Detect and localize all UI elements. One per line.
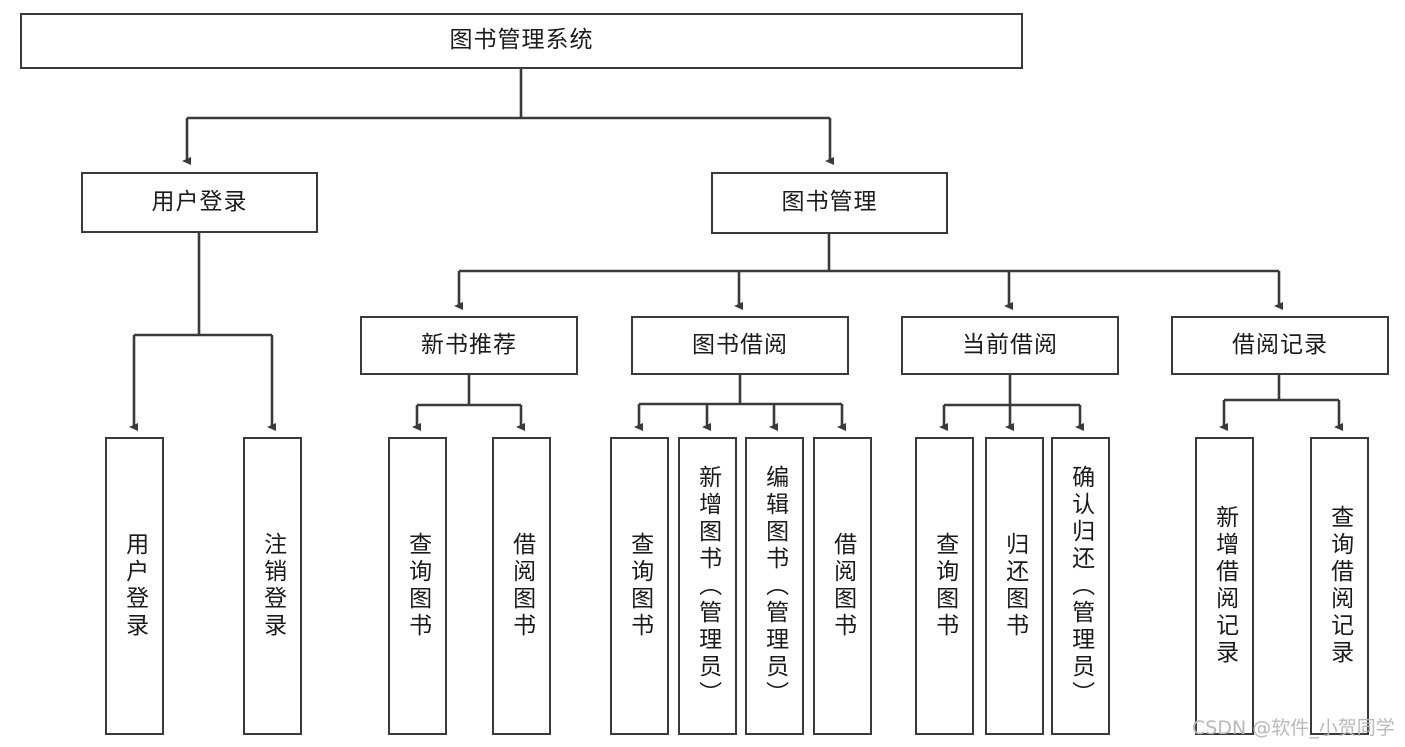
leaf-bb-edit-book-admin[interactable]: 编辑图书（管理员） [745, 437, 804, 735]
leaf-br-query-record-label: 查询借阅记录 [1326, 505, 1353, 667]
leaf-user-login[interactable]: 用户登录 [105, 437, 164, 735]
leaf-br-query-record[interactable]: 查询借阅记录 [1310, 437, 1369, 735]
leaf-cb-return-book-label: 归还图书 [1001, 532, 1028, 640]
node-root-label: 图书管理系统 [449, 27, 594, 54]
node-borrow-records[interactable]: 借阅记录 [1171, 316, 1389, 375]
leaf-cb-confirm-return-admin-label: 确认归还（管理员） [1067, 464, 1094, 708]
leaf-nb-query-book-label: 查询图书 [404, 532, 431, 640]
leaf-nb-query-book[interactable]: 查询图书 [388, 437, 447, 735]
leaf-bb-edit-book-admin-label: 编辑图书（管理员） [761, 464, 788, 708]
leaf-bb-borrow-book-label: 借阅图书 [829, 532, 856, 640]
leaf-logout[interactable]: 注销登录 [243, 437, 302, 735]
node-book-borrow-label: 图书借阅 [692, 331, 788, 358]
node-root[interactable]: 图书管理系统 [20, 13, 1023, 69]
leaf-bb-add-book-admin[interactable]: 新增图书（管理员） [678, 437, 737, 735]
leaf-bb-query-book-label: 查询图书 [626, 532, 653, 640]
node-new-book-recommend-label: 新书推荐 [421, 331, 517, 358]
node-book-borrow[interactable]: 图书借阅 [631, 316, 849, 375]
leaf-cb-confirm-return-admin[interactable]: 确认归还（管理员） [1051, 437, 1110, 735]
leaf-cb-query-book[interactable]: 查询图书 [915, 437, 974, 735]
node-current-borrow-label: 当前借阅 [962, 331, 1058, 358]
csdn-watermark: CSDN @软件_小贺同学 [1192, 717, 1395, 739]
leaf-br-add-record-label: 新增借阅记录 [1211, 505, 1238, 667]
node-new-book-recommend[interactable]: 新书推荐 [360, 316, 578, 375]
leaf-br-add-record[interactable]: 新增借阅记录 [1195, 437, 1254, 735]
node-user-login-label: 用户登录 [151, 188, 248, 215]
node-current-borrow[interactable]: 当前借阅 [901, 316, 1119, 375]
leaf-nb-borrow-book-label: 借阅图书 [508, 532, 535, 640]
node-book-management-label: 图书管理 [781, 189, 878, 216]
leaf-bb-add-book-admin-label: 新增图书（管理员） [694, 464, 721, 708]
leaf-nb-borrow-book[interactable]: 借阅图书 [492, 437, 551, 735]
node-borrow-records-label: 借阅记录 [1232, 331, 1328, 358]
leaf-logout-label: 注销登录 [259, 532, 286, 640]
leaf-cb-return-book[interactable]: 归还图书 [985, 437, 1044, 735]
leaf-bb-query-book[interactable]: 查询图书 [610, 437, 669, 735]
leaf-cb-query-book-label: 查询图书 [931, 532, 958, 640]
node-user-login[interactable]: 用户登录 [81, 172, 318, 233]
leaf-bb-borrow-book[interactable]: 借阅图书 [813, 437, 872, 735]
node-book-management[interactable]: 图书管理 [711, 172, 948, 234]
leaf-user-login-label: 用户登录 [121, 532, 148, 640]
